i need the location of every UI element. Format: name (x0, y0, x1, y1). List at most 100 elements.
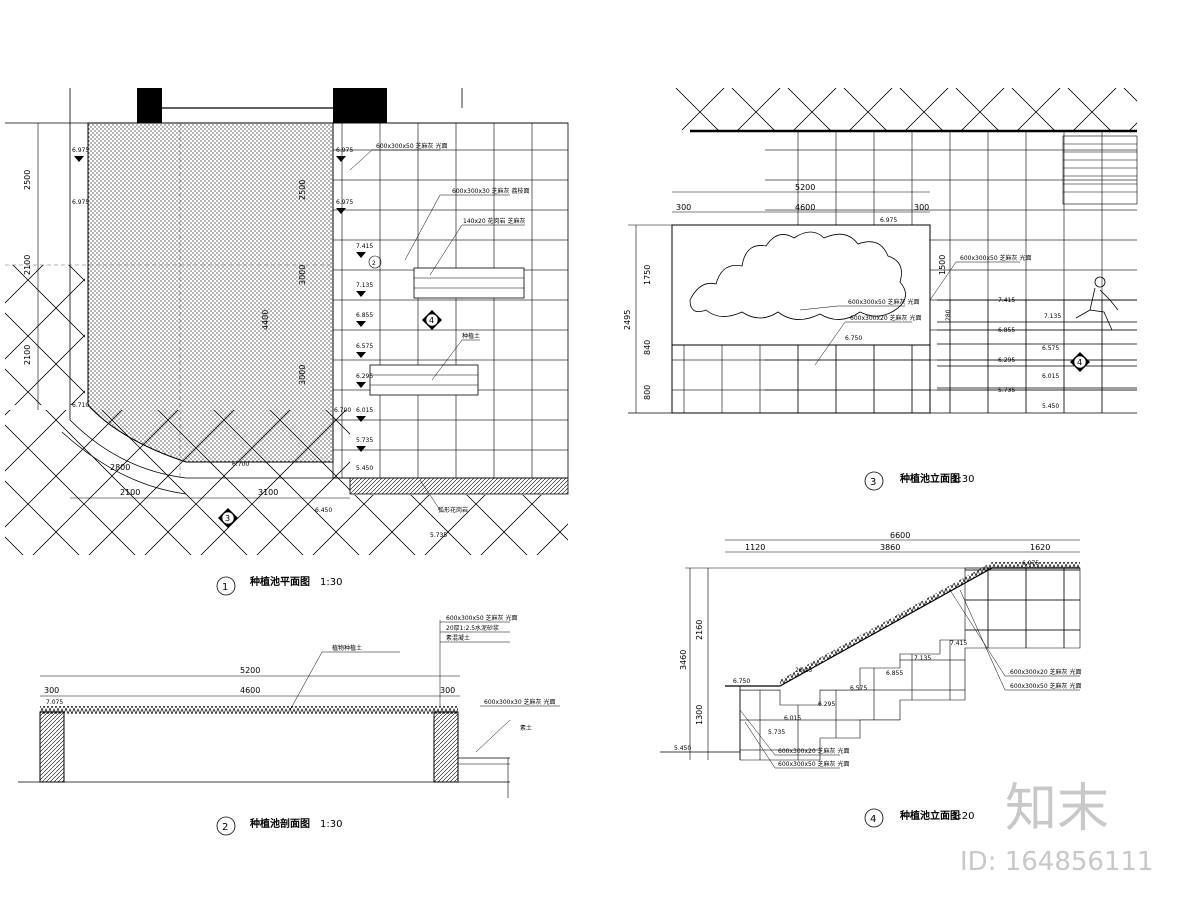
leader-line (739, 709, 776, 756)
level-mark: 6.700 (232, 461, 249, 468)
sec-dim-300a: 300 (44, 686, 59, 695)
plan-tile-area (332, 122, 569, 479)
elev3-level-s8: 5.450 (1042, 403, 1059, 410)
elev3-dim-840: 840 (643, 340, 652, 355)
elev4-dim-1120: 1120 (745, 543, 765, 552)
plan-planting-bed (87, 122, 334, 463)
plan-paving-bottom-right (350, 495, 568, 555)
elev4-dim-3860: 3860 (880, 543, 900, 552)
elev3-level-s6: 6.015 (1042, 373, 1059, 380)
elev4-level-h: 5.450 (674, 745, 691, 752)
sec-note-soil: 植物种植土 (332, 644, 362, 652)
plan-caption-circle (216, 576, 236, 596)
elev3-dim-2495: 2495 (623, 310, 632, 330)
elev3-shrub (689, 231, 906, 320)
sec-caption-circle (216, 816, 236, 836)
leader-line (431, 339, 463, 381)
plan-caption-title: 种植池平面图 (249, 575, 310, 588)
elev3-dim-300b: 300 (914, 203, 929, 212)
sec-planting (40, 706, 458, 714)
leader-line (289, 651, 323, 711)
plan-marker-c (368, 255, 382, 269)
elev4-slope-label: 26.25 (795, 667, 812, 674)
elev4-note-2: 600x300x50 芝麻灰 光面 (1010, 682, 1081, 690)
elev3-caption-circle (864, 471, 884, 491)
plan-note-5: 弧形花岗岩 (438, 506, 468, 514)
leader-line (929, 261, 957, 301)
elev4-note-4: 600x300x50 芝麻灰 光面 (778, 760, 849, 768)
sec-dim-5200: 5200 (240, 666, 260, 675)
elev4-level-slope: 6.750 (733, 678, 750, 685)
elev3-view: 5200 300 4600 300 2495 1750 840 800 1500… (623, 88, 1138, 491)
elev4-step-block (739, 567, 1081, 761)
level-mark: 6.855 (356, 312, 373, 319)
leader-line (959, 589, 1006, 691)
level-mark: 6.975 (72, 199, 89, 206)
elev3-note-3: 600x300x20 芝麻灰 光面 (850, 314, 921, 322)
leader-line (429, 224, 463, 276)
elev4-level-d: 6.575 (850, 685, 867, 692)
sec-note-5: 素土 (520, 724, 532, 732)
plan-dim-3000: 3000 (298, 265, 307, 285)
level-mark: 6.700 (334, 407, 351, 414)
elev3-dim-300a: 300 (676, 203, 691, 212)
plan-marker-a (221, 511, 235, 525)
plan-note-level: 5.735 (430, 532, 447, 539)
elev3-dim-800: 800 (643, 385, 652, 400)
plan-dim-2100c: 2100 (23, 345, 32, 365)
level-mark: 6.975 (336, 147, 353, 154)
sec-dim-300b: 300 (440, 686, 455, 695)
level-mark: 5.735 (356, 437, 373, 444)
elev3-level-s1: 7.415 (998, 297, 1015, 304)
sec-note-2: 20厚1:2.5水泥砂浆 (446, 624, 499, 632)
level-mark: 6.575 (356, 343, 373, 350)
elev3-caption-scale: 1:30 (952, 474, 974, 485)
elev4-level-top: 6.975 (1022, 560, 1039, 567)
plan-dim-2800: 2800 (110, 463, 130, 472)
leader-line (799, 305, 839, 311)
elev4-dim-1620: 1620 (1030, 543, 1050, 552)
elev3-louver-lines (1063, 143, 1137, 193)
elev3-level-top: 6.975 (880, 217, 897, 224)
sec-caption-scale: 1:30 (320, 819, 342, 830)
plan-dim-2500: 2500 (23, 170, 32, 190)
level-mark: 5.450 (356, 465, 373, 472)
plan-note-4: 种植土 (462, 332, 480, 340)
elev4-dim-6600: 6600 (890, 531, 910, 540)
elev3-level-s4: 6.575 (1042, 345, 1059, 352)
elev4-dim-1300: 1300 (695, 705, 704, 725)
elev4-note-3: 600x300x20 芝麻灰 光面 (778, 747, 849, 755)
watermark-logo: 知末 (1005, 779, 1109, 839)
sec-note-1: 600x300x50 芝麻灰 光面 (446, 614, 517, 622)
level-mark: 6.975 (72, 147, 89, 154)
plan-dim-4400: 4400 (261, 310, 270, 330)
elev4-caption-num: 4 (870, 814, 876, 825)
plan-dim-2100b: 2100 (23, 255, 32, 275)
elev3-note-1: 600x300x50 芝麻灰 光面 (960, 254, 1031, 262)
plan-dim-2500b: 2500 (298, 180, 307, 200)
elev3-caption-num: 3 (870, 477, 876, 488)
elev3-steps-area (937, 300, 1137, 413)
plan-marker-b-num: 4 (429, 316, 434, 325)
plan-paving-left (5, 265, 85, 405)
plan-caption-scale: 1:30 (320, 577, 342, 588)
elev3-level-s5: 6.295 (998, 357, 1015, 364)
elev3-dim-1500: 1500 (938, 255, 947, 275)
plan-marker-b (425, 313, 439, 327)
sec-note-4: 600x300x30 芝麻灰 光面 (484, 698, 555, 706)
elev3-caption-title: 种植池立面图 (899, 472, 960, 485)
level-mark: 7.135 (356, 282, 373, 289)
elev4-level-e: 6.295 (818, 701, 835, 708)
level-mark: 6.975 (336, 199, 353, 206)
elev3-dim-4600: 4600 (795, 203, 815, 212)
plan-bench-upper (413, 267, 525, 299)
elev3-step-lines (937, 299, 1137, 389)
sec-level-a: 7.075 (46, 699, 63, 706)
section-view: 5200 300 4600 300 7.075 植物种植土 600x300x50… (18, 614, 560, 836)
elev4-view: 6600 1120 3860 1620 2160 3460 1300 6.975… (660, 531, 1081, 828)
elev4-level-b: 7.135 (914, 655, 931, 662)
level-mark: 6.710 (72, 402, 89, 409)
watermark-id: ID: 164856111 (960, 847, 1154, 877)
elev3-level-s2: 7.135 (1044, 313, 1061, 320)
leader-line (475, 719, 511, 753)
